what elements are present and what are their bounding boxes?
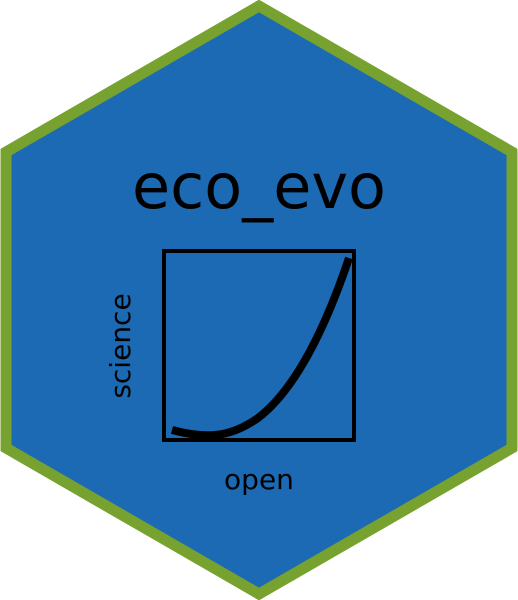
sticker-title: eco_evo xyxy=(132,150,386,223)
x-axis-label: open xyxy=(224,463,294,496)
plot-curve xyxy=(170,256,353,440)
plot-frame xyxy=(162,249,356,442)
y-axis-label: science xyxy=(104,293,137,398)
